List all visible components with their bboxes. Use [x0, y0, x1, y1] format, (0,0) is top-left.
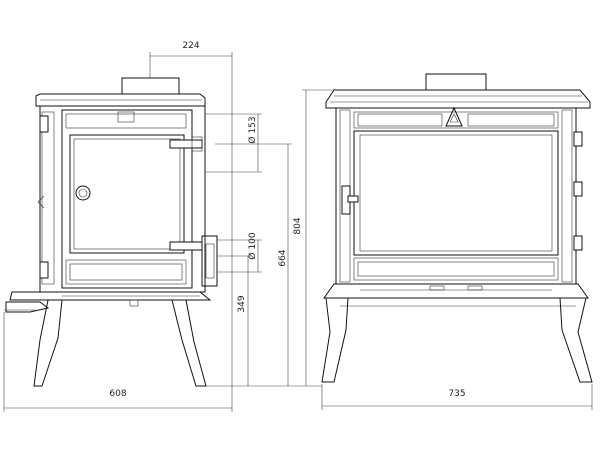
side-view	[4, 77, 218, 387]
dim-overall-height: 804	[293, 217, 303, 234]
front-door-handle	[341, 185, 359, 215]
side-dimensions: 224 Ø 153 Ø 100 349 664 608	[3, 41, 300, 412]
side-door-frame	[61, 109, 193, 289]
side-hinge-right-top	[169, 139, 203, 149]
front-dimensions: 804 735	[293, 89, 593, 410]
side-door-glass	[69, 134, 185, 254]
front-body	[335, 107, 577, 285]
side-hinge-bottom	[39, 261, 49, 279]
side-base-plate	[9, 291, 212, 301]
front-view	[321, 73, 593, 383]
side-leg-back	[171, 299, 207, 387]
side-hinge-top	[39, 115, 49, 133]
front-logo-ornament	[445, 106, 463, 127]
front-door-glass	[353, 130, 559, 256]
side-ash-lip	[5, 301, 50, 313]
side-leg-front	[33, 299, 63, 387]
front-leg-left	[321, 297, 349, 383]
dim-overall-width: 735	[448, 389, 465, 399]
side-air-box	[201, 235, 218, 287]
side-hinge-right-bottom	[169, 241, 203, 251]
front-top-plate	[325, 89, 591, 109]
side-flue-collar	[121, 77, 180, 95]
dim-flue-offset: 224	[182, 41, 199, 51]
dim-flue-diameter: Ø 153	[247, 116, 258, 143]
dim-depth: 608	[109, 389, 126, 399]
front-base	[323, 283, 589, 299]
dim-flue-height: 664	[278, 249, 288, 266]
side-top-plate	[35, 93, 206, 107]
dim-air-diameter: Ø 100	[247, 232, 258, 259]
front-flue-collar	[425, 73, 487, 91]
front-leg-right	[559, 297, 593, 383]
dim-air-height: 349	[237, 295, 247, 312]
side-door-knob	[75, 185, 91, 201]
